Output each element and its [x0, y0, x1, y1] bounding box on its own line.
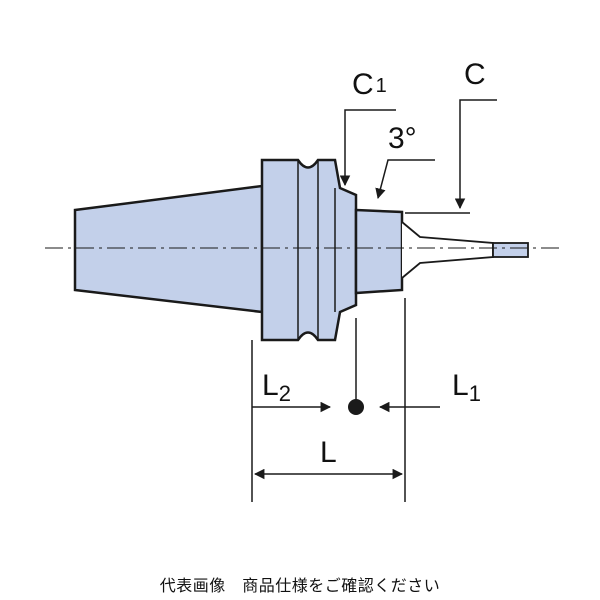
flange — [260, 158, 358, 342]
taper-shank — [73, 184, 264, 314]
c-label: C — [464, 58, 486, 91]
l2-label: L2 — [262, 369, 291, 406]
l-label: L — [320, 436, 337, 469]
c1-subscript: 1 — [376, 75, 387, 97]
gauge-point — [348, 399, 364, 415]
angle-label: 3° — [388, 122, 417, 155]
l1-label: L1 — [452, 369, 481, 406]
tool-tip — [492, 242, 529, 258]
c1-leader — [339, 109, 396, 187]
caption: 代表画像 商品仕様をご確認ください — [159, 576, 441, 595]
l1-subscript: 1 — [469, 381, 481, 406]
l2-subscript: 2 — [279, 381, 291, 406]
c-leader — [454, 99, 497, 210]
tool-taper — [401, 221, 494, 279]
angle-leader — [375, 159, 435, 200]
holder-nose — [354, 208, 404, 295]
